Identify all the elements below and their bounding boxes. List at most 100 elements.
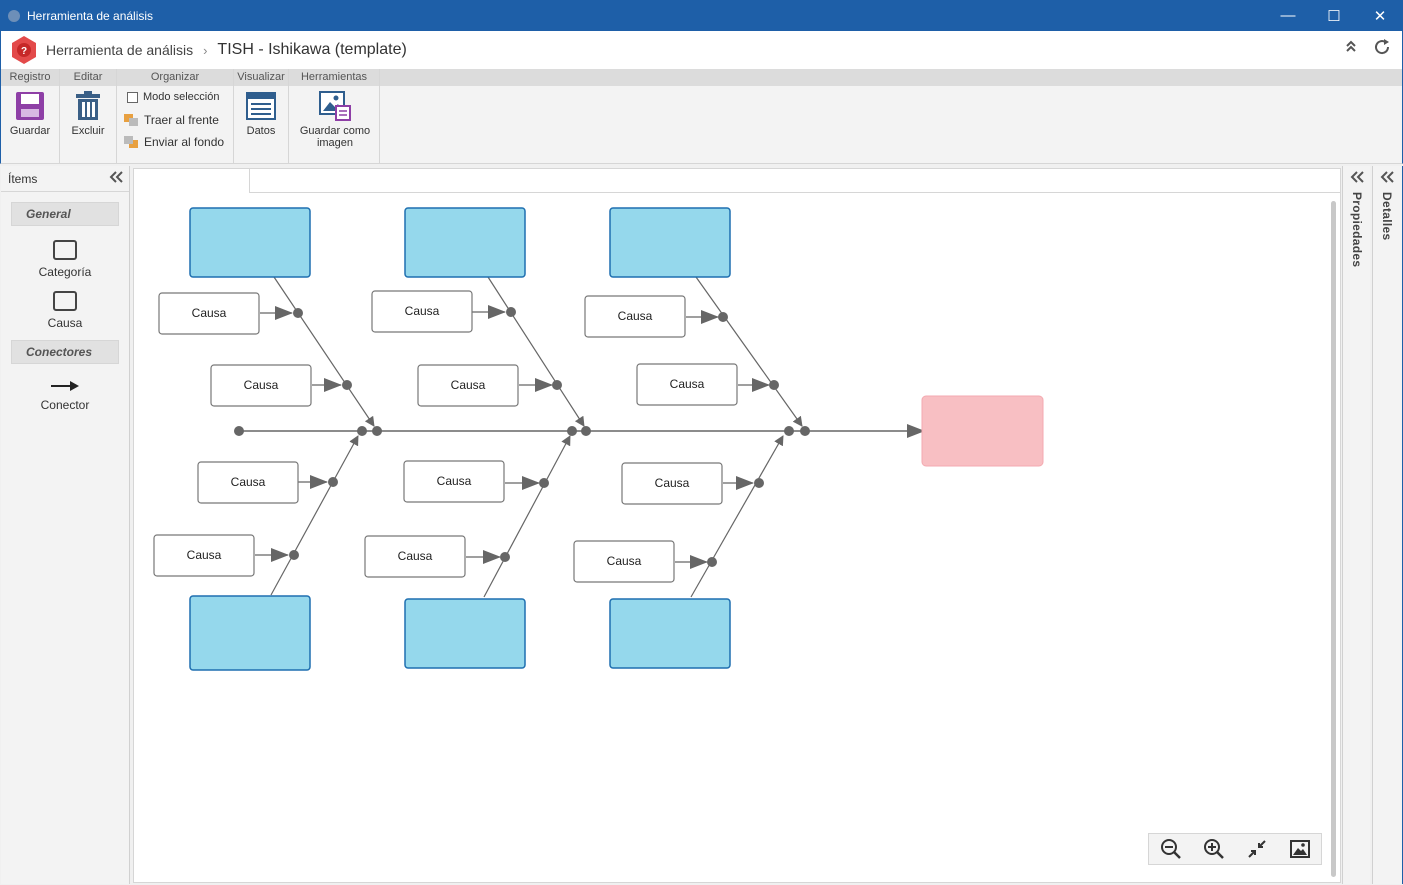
zoom-out-icon[interactable]	[1159, 837, 1183, 861]
fit-icon[interactable]	[1245, 837, 1269, 861]
zoom-in-icon[interactable]	[1202, 837, 1226, 861]
cause-box[interactable]: Causa	[417, 364, 519, 407]
bring-to-front-button[interactable]: Traer al frente	[123, 113, 219, 127]
canvas-tab[interactable]	[134, 169, 250, 193]
save-button[interactable]: Guardar	[7, 91, 53, 137]
items-panel: Ítems General Categoría Causa Conectores…	[1, 166, 130, 884]
selection-mode-label: Modo selección	[143, 91, 220, 103]
cause-box[interactable]: Causa	[621, 462, 723, 505]
data-button[interactable]: Datos	[240, 91, 282, 137]
cause-shape-icon	[53, 291, 77, 311]
category-box[interactable]	[609, 598, 731, 669]
items-panel-header: Ítems	[1, 166, 129, 192]
cause-box[interactable]: Causa	[210, 364, 312, 407]
items-panel-title: Ítems	[8, 171, 38, 186]
cause-label: Causa	[405, 304, 440, 318]
breadcrumb-separator: ›	[203, 42, 208, 58]
bone-line	[487, 276, 585, 427]
ribbon-group-visualizar: Visualizar Datos	[234, 69, 289, 164]
cause-label: Causa	[451, 378, 486, 392]
svg-text:?: ?	[21, 46, 27, 57]
product-logo-icon: ?	[9, 35, 39, 65]
double-chevron-up-icon[interactable]	[1344, 39, 1358, 60]
expand-properties-icon[interactable]	[1350, 170, 1364, 187]
spine-start-dot	[234, 426, 244, 436]
bone-line	[690, 435, 784, 598]
effect-box[interactable]	[921, 395, 1044, 467]
bone-line	[695, 276, 803, 427]
ribbon-group-editar: Editar Excluir	[60, 69, 117, 164]
cause-box[interactable]: Causa	[158, 292, 260, 335]
tool-categoria-label: Categoría	[38, 265, 92, 279]
cause-box[interactable]: Causa	[636, 363, 738, 406]
floppy-disk-icon	[16, 92, 44, 120]
ribbon-group-herramientas: Herramientas Guardar como imagen	[289, 69, 380, 164]
cause-label: Causa	[192, 306, 227, 320]
ribbon-group-label: Organizar	[117, 69, 233, 86]
bone-line	[273, 276, 375, 427]
close-button[interactable]: ✕	[1373, 7, 1387, 25]
category-box[interactable]	[609, 207, 731, 278]
details-panel-rail[interactable]: Detalles	[1372, 166, 1403, 884]
save-label: Guardar	[9, 125, 51, 137]
delete-label: Excluir	[71, 125, 105, 137]
properties-panel-rail[interactable]: Propiedades	[1342, 166, 1370, 884]
cause-box[interactable]: Causa	[573, 540, 675, 583]
image-export-icon	[319, 91, 351, 121]
data-label: Datos	[246, 125, 276, 137]
category-box[interactable]	[404, 598, 526, 669]
checkbox-icon	[127, 91, 138, 103]
expand-details-icon[interactable]	[1380, 170, 1394, 187]
cause-box[interactable]: Causa	[371, 290, 473, 333]
breadcrumb[interactable]: Herramienta de análisis	[46, 42, 194, 58]
image-export-icon[interactable]	[1288, 837, 1312, 861]
window-title: Herramienta de análisis	[27, 8, 154, 23]
window-titlebar: Herramienta de análisis — ☐ ✕	[0, 0, 1403, 31]
send-to-back-label: Enviar al fondo	[144, 135, 225, 149]
cause-box[interactable]: Causa	[584, 295, 686, 338]
cause-label: Causa	[437, 474, 472, 488]
save-as-image-label: Guardar como	[299, 125, 371, 137]
page-header: ? Herramienta de análisis › TISH - Ishik…	[0, 31, 1403, 69]
cause-box[interactable]: Causa	[197, 461, 299, 504]
tool-conector[interactable]: Conector	[1, 380, 129, 412]
send-to-back-button[interactable]: Enviar al fondo	[123, 135, 224, 149]
diagram-canvas[interactable]: Causa Causa Causa Causa Causa Causa Caus…	[133, 168, 1341, 883]
collapse-panel-icon[interactable]	[109, 170, 123, 187]
cause-box[interactable]: Causa	[403, 460, 505, 503]
vertical-scrollbar[interactable]	[1331, 201, 1336, 877]
properties-tab[interactable]: Propiedades	[1350, 192, 1364, 268]
bone-line	[270, 435, 359, 596]
ribbon-toolbar: Registro Guardar Editar Excluir Organ	[0, 69, 1403, 164]
tool-categoria[interactable]: Categoría	[1, 240, 129, 279]
bring-to-front-icon	[124, 114, 138, 126]
category-box[interactable]	[404, 207, 526, 278]
tool-conector-label: Conector	[40, 398, 90, 412]
arrow-right-icon	[51, 381, 79, 391]
tool-causa[interactable]: Causa	[1, 291, 129, 330]
minimize-button[interactable]: —	[1280, 7, 1296, 24]
bone-line	[483, 435, 571, 598]
data-table-icon	[246, 92, 276, 120]
cause-box[interactable]: Causa	[153, 534, 255, 577]
category-box[interactable]	[189, 207, 311, 278]
save-as-image-label-2: imagen	[316, 137, 354, 149]
cause-label: Causa	[398, 549, 433, 563]
cause-label: Causa	[670, 377, 705, 391]
ribbon-group-label: Herramientas	[289, 69, 379, 86]
details-tab[interactable]: Detalles	[1380, 192, 1394, 241]
cause-label: Causa	[607, 554, 642, 568]
delete-button[interactable]: Excluir	[66, 91, 110, 137]
selection-mode-checkbox[interactable]: Modo selección	[127, 91, 219, 103]
cause-box[interactable]: Causa	[364, 535, 466, 578]
zoom-toolbar	[1148, 833, 1322, 865]
category-box[interactable]	[189, 595, 311, 671]
refresh-icon[interactable]	[1374, 39, 1392, 60]
save-as-image-button[interactable]: Guardar como imagen	[293, 91, 377, 149]
ribbon-group-registro: Registro Guardar	[1, 69, 60, 164]
cause-label: Causa	[655, 476, 690, 490]
tool-causa-label: Causa	[47, 316, 83, 330]
ishikawa-diagram[interactable]: Causa Causa Causa Causa Causa Causa Caus…	[134, 169, 1340, 882]
maximize-button[interactable]: ☐	[1327, 7, 1341, 25]
section-general: General	[11, 202, 119, 226]
